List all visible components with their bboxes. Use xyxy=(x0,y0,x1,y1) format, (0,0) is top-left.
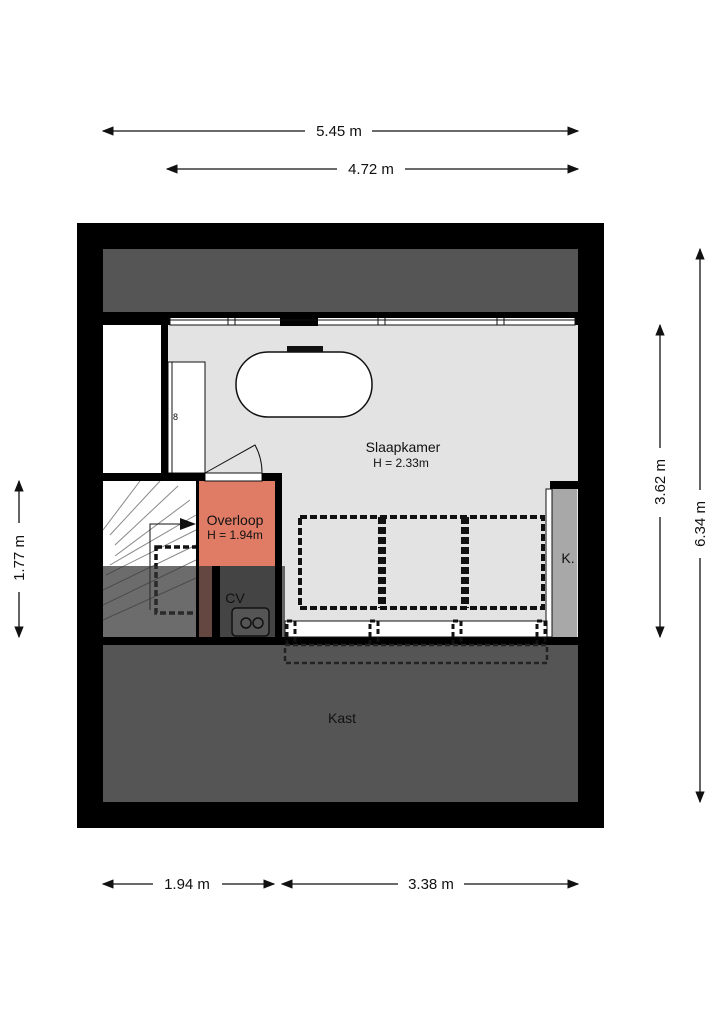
dimension-right-inner: 3.62 m xyxy=(652,323,669,639)
wall-v2 xyxy=(275,473,282,644)
door-frame xyxy=(204,472,263,482)
wall-h1 xyxy=(103,473,205,481)
room-name-kast: Kast xyxy=(328,710,356,726)
bed-outline xyxy=(298,515,545,610)
dimension-right-outer-label: 6.34 m xyxy=(692,501,709,547)
kast-small-door xyxy=(545,488,553,638)
dimension-bottom-right: 3.38 m xyxy=(280,876,580,893)
room-name-overloop: Overloop xyxy=(207,512,264,528)
wall-v1 xyxy=(161,318,168,481)
wall-h-bottom xyxy=(103,637,578,645)
dimension-right-inner-label: 3.62 m xyxy=(652,459,669,505)
room-height-overloop: H = 1.94m xyxy=(207,528,263,542)
kast-bench-shadow xyxy=(283,643,549,665)
kast-small-area xyxy=(550,489,577,637)
room-name-cv: CV xyxy=(225,590,245,606)
door-swing xyxy=(204,444,263,474)
wall-v4 xyxy=(212,566,220,644)
bench xyxy=(284,620,548,638)
room-name-slaapkamer: Slaapkamer xyxy=(366,439,441,455)
dimension-top-outer: 5.45 m xyxy=(101,123,580,140)
stair-arrow xyxy=(180,518,196,530)
dimension-right-outer: 6.34 m xyxy=(692,247,709,804)
bathtub-tap xyxy=(287,346,323,352)
bathtub xyxy=(235,351,373,418)
wardrobe-knob: 8 xyxy=(173,412,178,422)
wall-v3 xyxy=(196,481,199,644)
wall-top xyxy=(103,312,578,318)
dimension-bottom-right-label: 3.38 m xyxy=(408,876,454,893)
kast-area xyxy=(103,645,578,802)
dimension-bottom-left-label: 1.94 m xyxy=(164,876,210,893)
dimension-left-label: 1.77 m xyxy=(11,535,28,581)
dimension-top-inner: 4.72 m xyxy=(165,161,580,178)
dimension-left: 1.77 m xyxy=(11,479,28,639)
room-height-slaapkamer: H = 2.33m xyxy=(373,456,429,470)
dimension-top-inner-label: 4.72 m xyxy=(348,161,394,178)
wardrobe-left xyxy=(103,325,161,473)
top-storage-strip xyxy=(103,249,578,312)
room-name-kast-small: K. xyxy=(561,550,574,566)
kast-small-wall xyxy=(550,481,578,489)
wall-h2 xyxy=(262,473,282,481)
dimension-top-outer-label: 5.45 m xyxy=(316,123,362,140)
dimension-bottom-left: 1.94 m xyxy=(101,876,276,893)
